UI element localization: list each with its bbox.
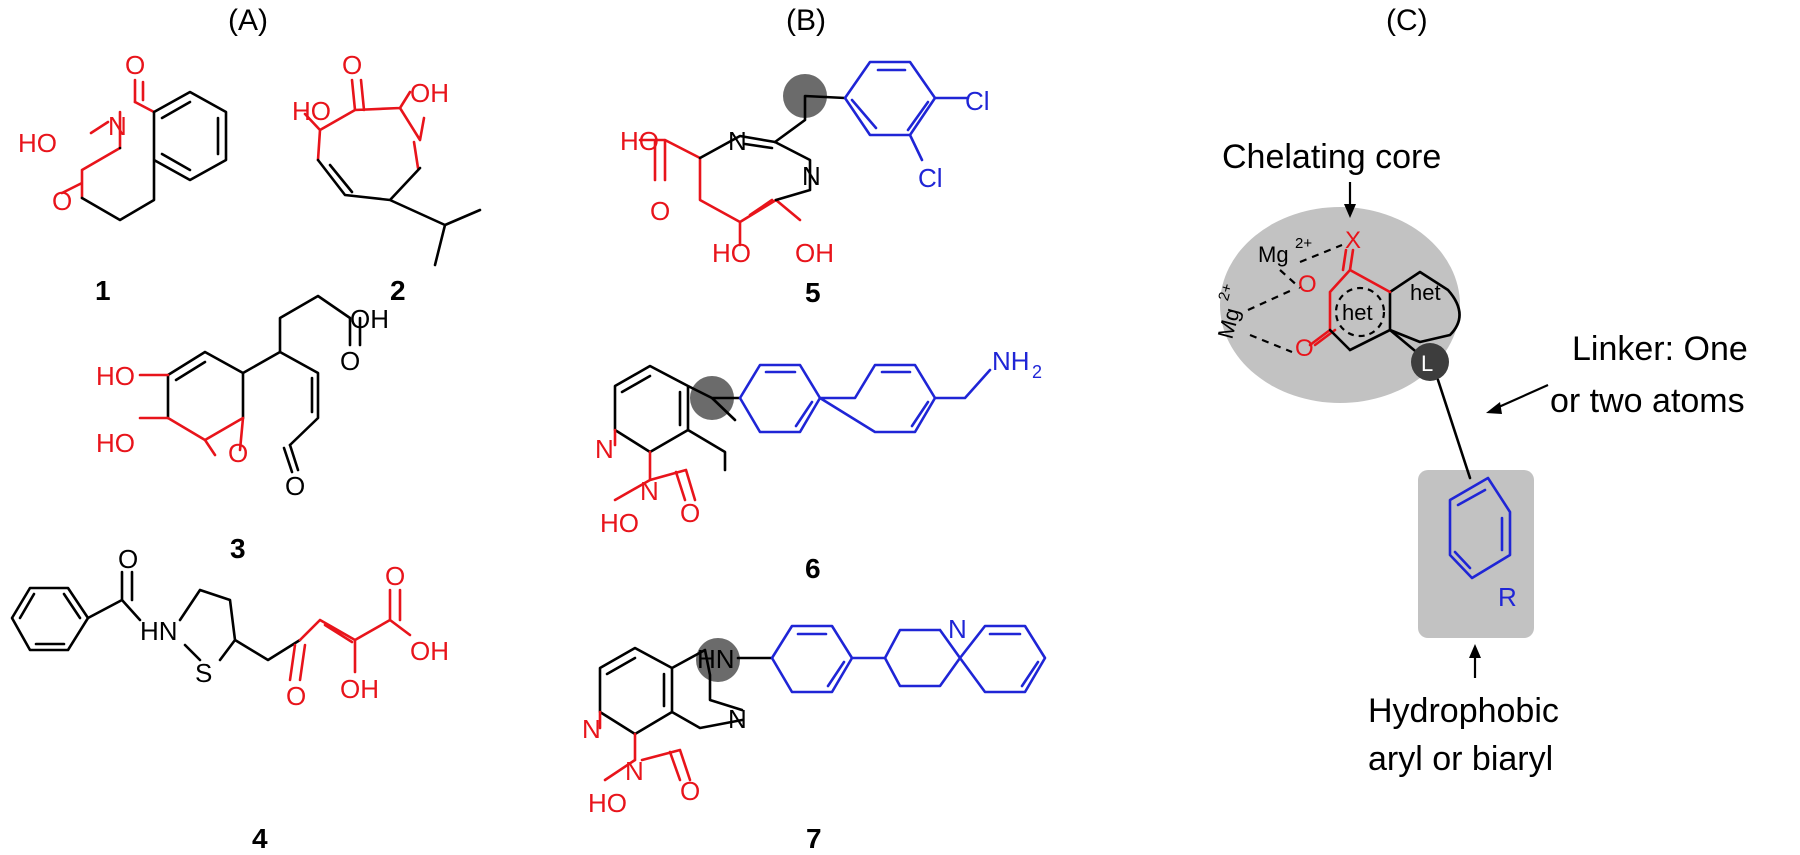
compound-label-1: 1 <box>95 275 111 306</box>
svg-text:O: O <box>118 544 138 574</box>
svg-text:Mg: Mg <box>1258 242 1289 267</box>
svg-text:N: N <box>625 756 644 786</box>
compound-2: HO O OH 2 <box>292 50 482 306</box>
svg-text:R: R <box>1498 582 1517 612</box>
compound-label-4: 4 <box>252 823 268 854</box>
compound-label-6: 6 <box>805 553 821 584</box>
svg-text:O: O <box>286 681 306 711</box>
svg-text:O: O <box>650 196 670 226</box>
pharmacophore-model: het het X O O Mg 2+ Mg 2+ L R Chelating … <box>1213 138 1748 778</box>
svg-text:N: N <box>728 126 747 156</box>
svg-text:N: N <box>582 714 601 744</box>
svg-text:N: N <box>728 704 747 734</box>
svg-text:O: O <box>1295 335 1314 362</box>
svg-text:NH: NH <box>992 346 1030 376</box>
compound-label-3: 3 <box>230 533 246 564</box>
hydrophobic-label: Hydrophobic <box>1368 692 1559 730</box>
svg-text:S: S <box>195 658 212 688</box>
aromatic-het-ring <box>1334 286 1386 338</box>
svg-text:N: N <box>640 476 659 506</box>
svg-text:HN: HN <box>697 644 735 674</box>
svg-text:O: O <box>52 186 72 216</box>
svg-text:N: N <box>948 614 967 644</box>
svg-text:O: O <box>125 50 145 80</box>
svg-text:HO: HO <box>96 428 135 458</box>
svg-text:Cl: Cl <box>918 163 943 193</box>
linker-arrow-head <box>1486 402 1502 414</box>
svg-text:HO: HO <box>712 238 751 268</box>
svg-text:het: het <box>1342 300 1373 325</box>
svg-text:OH: OH <box>795 238 834 268</box>
hydrophobic-label-2: aryl or biaryl <box>1368 740 1553 778</box>
svg-text:O: O <box>385 561 405 591</box>
svg-text:HO: HO <box>620 126 659 156</box>
hydrophobic-region <box>1418 470 1534 638</box>
compound-4: O HN S O OH O OH 4 <box>10 544 449 854</box>
svg-text:O: O <box>228 438 248 468</box>
svg-text:HO: HO <box>600 508 639 538</box>
panel-label-c: (C) <box>1386 4 1428 37</box>
chelating-core-region <box>1220 207 1460 403</box>
svg-text:het: het <box>1410 280 1441 305</box>
svg-text:L: L <box>1421 351 1433 376</box>
panel-label-a: (A) <box>228 4 268 37</box>
svg-text:O: O <box>340 346 360 376</box>
svg-text:OH: OH <box>340 674 379 704</box>
svg-text:2+: 2+ <box>1215 281 1236 302</box>
svg-text:N: N <box>802 161 821 191</box>
compound-7: HN N N HO O N N 7 <box>582 614 1047 854</box>
svg-text:O: O <box>342 50 362 80</box>
svg-text:HN: HN <box>140 616 178 646</box>
svg-text:2+: 2+ <box>1295 235 1312 252</box>
svg-text:N: N <box>595 434 614 464</box>
chelating-arrow-head <box>1344 204 1356 218</box>
compound-6: N N HO O NH 2 6 <box>595 346 1042 584</box>
svg-text:O: O <box>680 776 700 806</box>
svg-text:2: 2 <box>1032 362 1042 382</box>
svg-text:HO: HO <box>96 361 135 391</box>
svg-text:OH: OH <box>410 78 449 108</box>
svg-text:HO: HO <box>292 96 331 126</box>
compound-label-2: 2 <box>390 275 406 306</box>
svg-text:OH: OH <box>410 636 449 666</box>
compound-5: N N HO O HO OH Cl Cl 5 <box>620 60 990 308</box>
compound-3: HO HO O O O OH 3 <box>96 294 389 564</box>
svg-text:N: N <box>108 111 127 141</box>
svg-text:OH: OH <box>350 304 389 334</box>
linker-marker <box>696 638 740 682</box>
svg-text:X: X <box>1345 227 1361 254</box>
linker-arrow <box>1491 383 1549 412</box>
svg-text:Cl: Cl <box>965 86 990 116</box>
svg-text:O: O <box>680 498 700 528</box>
svg-text:O: O <box>285 471 305 501</box>
linker-label: Linker: One <box>1572 330 1748 368</box>
panel-label-b: (B) <box>786 4 826 37</box>
compound-1: HO N N O O 1 <box>18 50 228 306</box>
compound-label-7: 7 <box>806 823 822 854</box>
hydrophobic-arrow-head <box>1469 644 1481 658</box>
chelating-core-label: Chelating core <box>1222 138 1441 176</box>
svg-text:O: O <box>1298 271 1317 298</box>
svg-text:HO: HO <box>18 128 57 158</box>
compound-label-5: 5 <box>805 277 821 308</box>
svg-text:HO: HO <box>588 788 627 818</box>
linker-node <box>1411 343 1449 381</box>
linker-label-2: or two atoms <box>1550 382 1745 420</box>
